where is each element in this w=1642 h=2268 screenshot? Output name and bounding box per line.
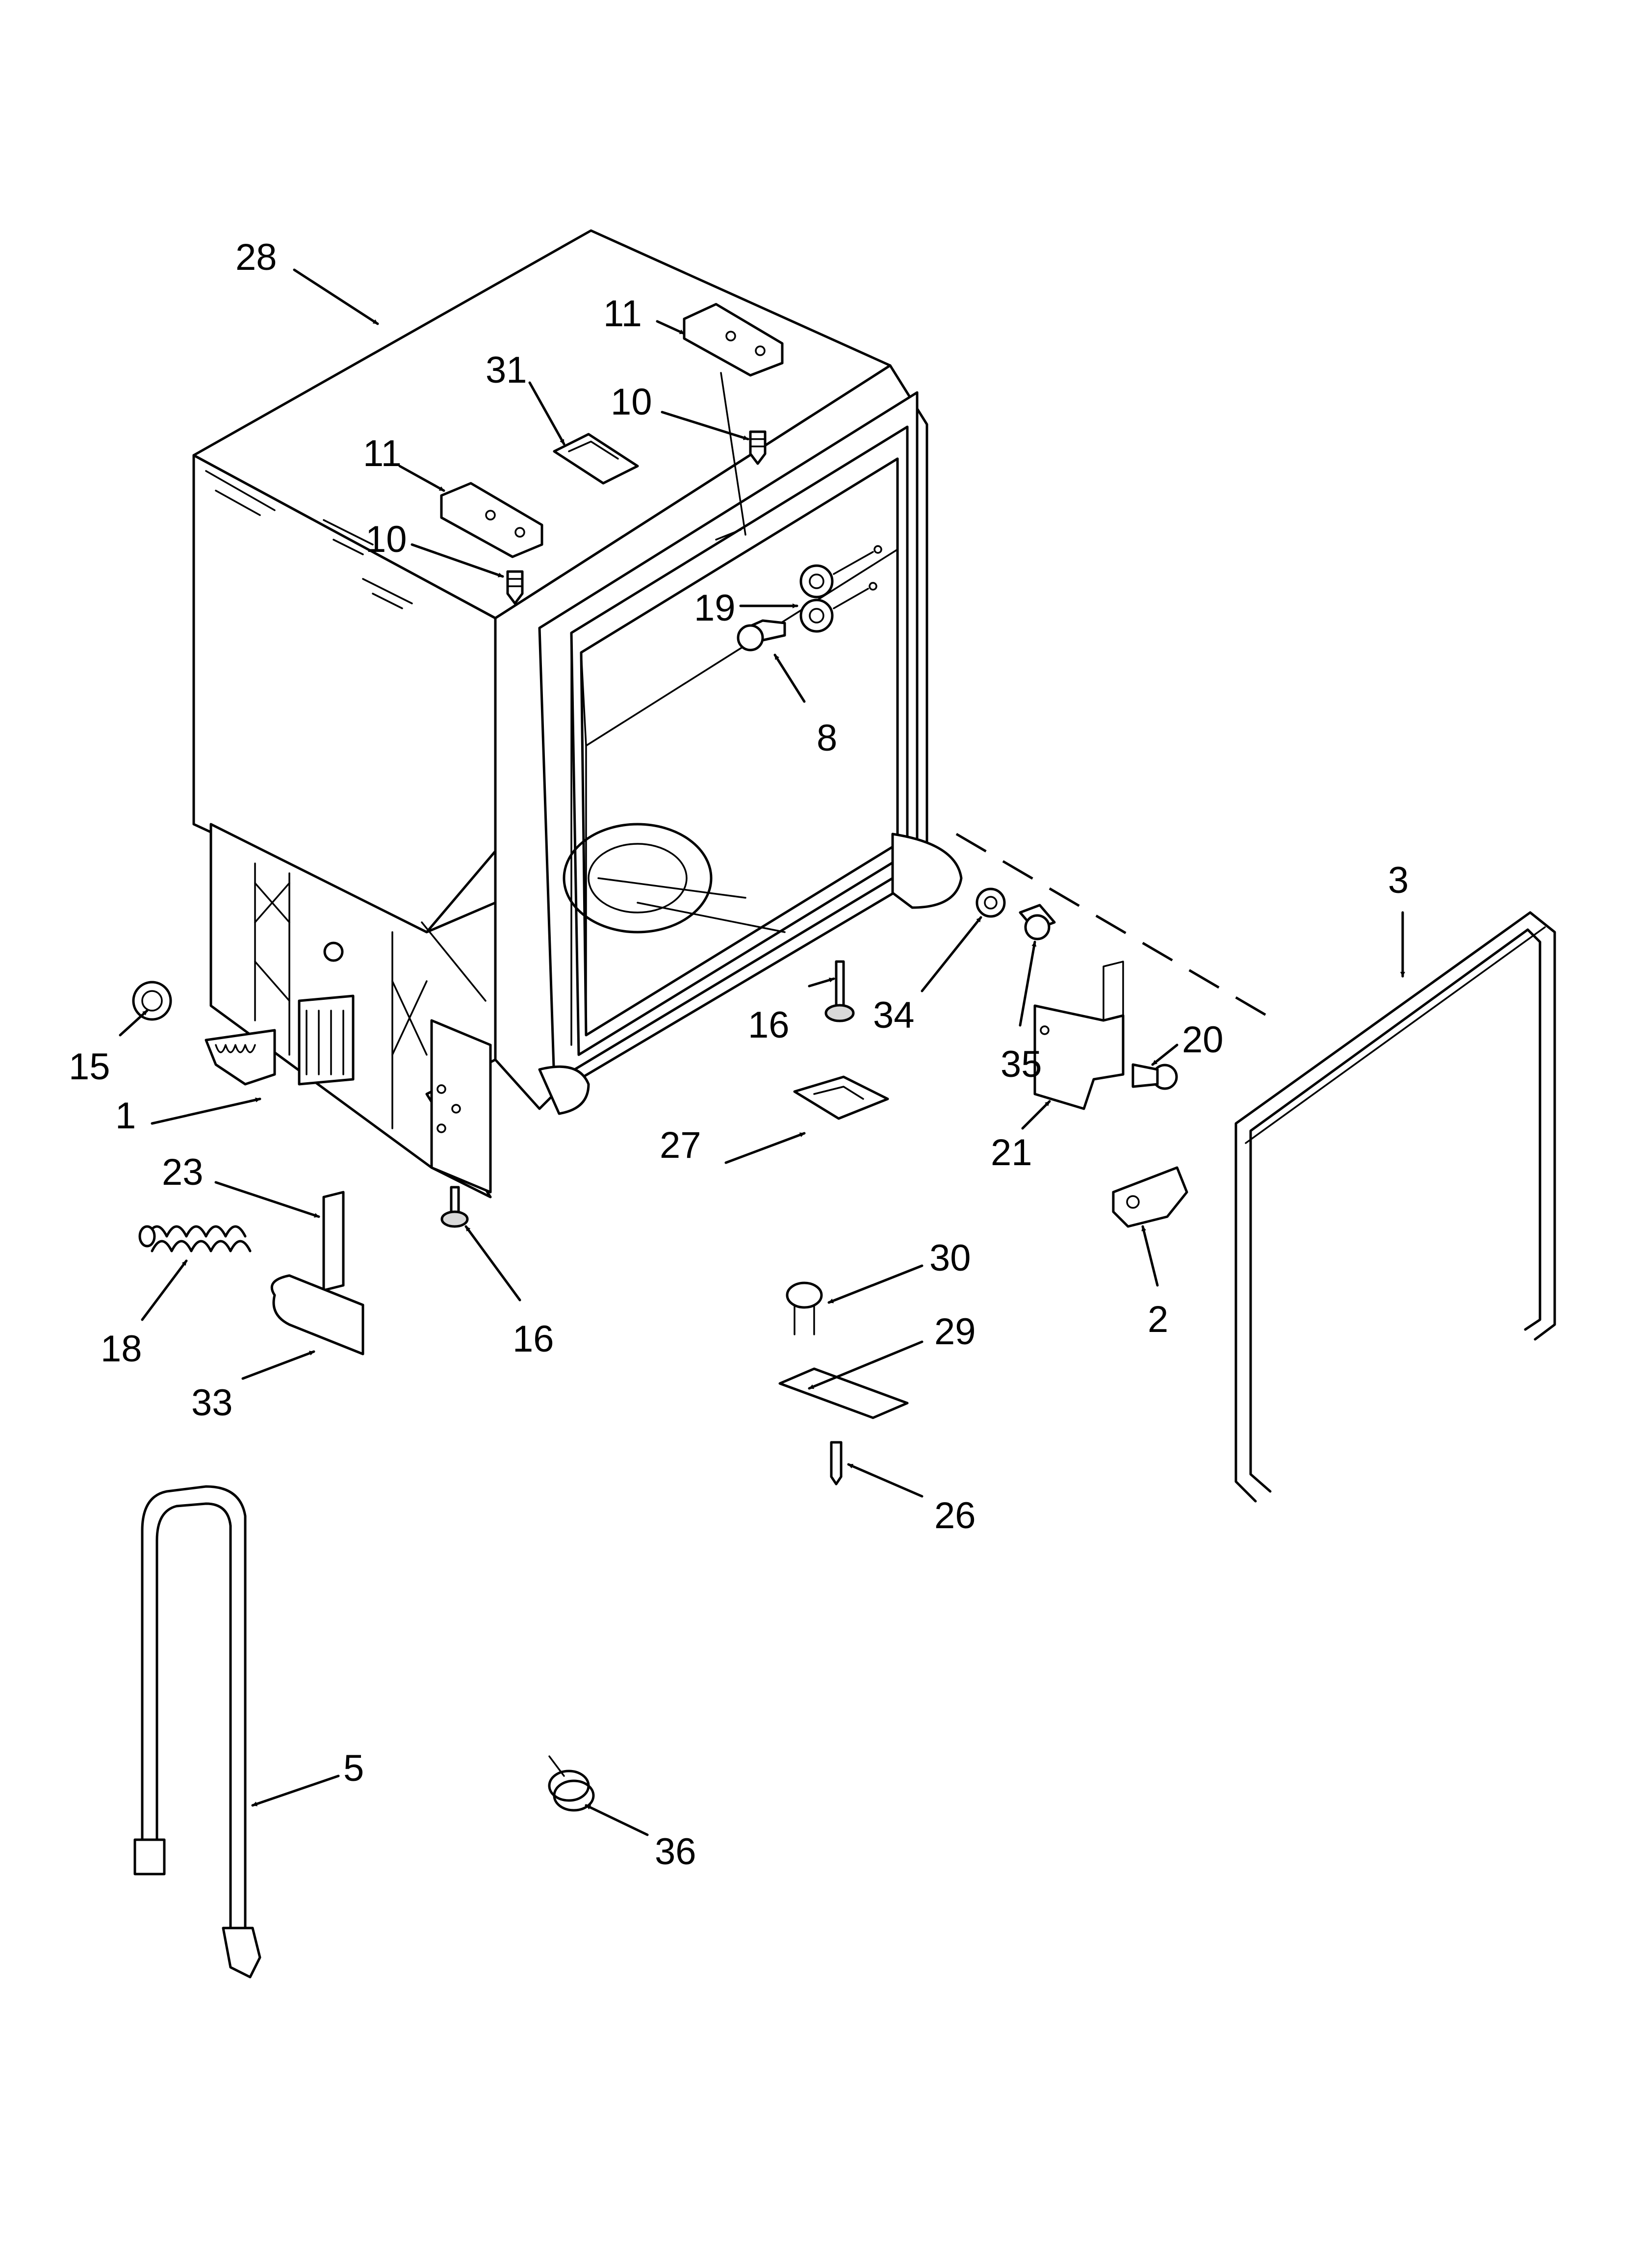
strip-23 xyxy=(322,1191,345,1292)
leader-arrows xyxy=(119,268,1405,1836)
spring-18 xyxy=(138,1225,252,1252)
switch-30 xyxy=(786,1281,823,1335)
callout-28: 28 xyxy=(235,236,277,278)
callout-31: 31 xyxy=(486,349,527,391)
foot-16-lower xyxy=(440,1186,469,1228)
cap-15 xyxy=(132,981,172,1021)
callout-30: 30 xyxy=(929,1237,971,1279)
callout-16-upper: 16 xyxy=(748,1004,790,1046)
callout-labels: 28 11 31 10 11 10 19 8 3 34 35 20 21 16 … xyxy=(69,236,1409,1873)
screw-26 xyxy=(830,1441,843,1486)
lock-washer-34 xyxy=(975,887,1006,918)
clip-27 xyxy=(793,1075,889,1120)
callout-1: 1 xyxy=(115,1095,136,1137)
tub-assembly xyxy=(192,229,963,1199)
foot-16-upper xyxy=(824,960,855,1022)
callout-19: 19 xyxy=(694,587,736,629)
screw-10-left xyxy=(506,570,524,605)
callout-23: 23 xyxy=(162,1151,204,1193)
callout-33: 33 xyxy=(191,1382,233,1424)
callout-5: 5 xyxy=(343,1747,364,1789)
screw-35 xyxy=(1019,904,1056,940)
callout-34: 34 xyxy=(873,994,915,1036)
bracket-11-left xyxy=(440,482,543,558)
screw-8 xyxy=(737,619,786,652)
screw-10-right xyxy=(749,430,767,465)
callout-16-lower: 16 xyxy=(513,1318,554,1360)
callout-10-upper: 10 xyxy=(611,381,652,423)
callout-26: 26 xyxy=(934,1495,976,1537)
alignment-line xyxy=(955,833,1276,1022)
callout-35: 35 xyxy=(1001,1043,1042,1085)
callout-11-lower: 11 xyxy=(363,433,402,474)
callout-36: 36 xyxy=(655,1831,696,1873)
screw-20 xyxy=(1131,1063,1178,1090)
bracket-29 xyxy=(778,1367,909,1419)
callout-18: 18 xyxy=(101,1328,142,1370)
spring-clip-36 xyxy=(548,1755,595,1812)
callout-11-upper: 11 xyxy=(603,293,642,335)
callout-15: 15 xyxy=(69,1046,110,1088)
part-2 xyxy=(1112,1166,1188,1228)
pad-33 xyxy=(270,1274,364,1356)
hose-5 xyxy=(133,1485,261,1979)
door-gasket-3 xyxy=(1234,911,1556,1503)
callout-27: 27 xyxy=(660,1124,701,1166)
roller-19 xyxy=(799,545,882,633)
callout-3: 3 xyxy=(1388,860,1409,901)
callout-2: 2 xyxy=(1148,1299,1168,1340)
bracket-21 xyxy=(1033,961,1125,1110)
callout-21: 21 xyxy=(991,1132,1032,1173)
callout-20: 20 xyxy=(1182,1019,1224,1061)
callout-8: 8 xyxy=(817,717,837,759)
callout-10-lower: 10 xyxy=(365,519,407,560)
callout-29: 29 xyxy=(934,1311,976,1353)
bracket-11-right xyxy=(683,303,784,377)
plate-31 xyxy=(553,433,639,485)
